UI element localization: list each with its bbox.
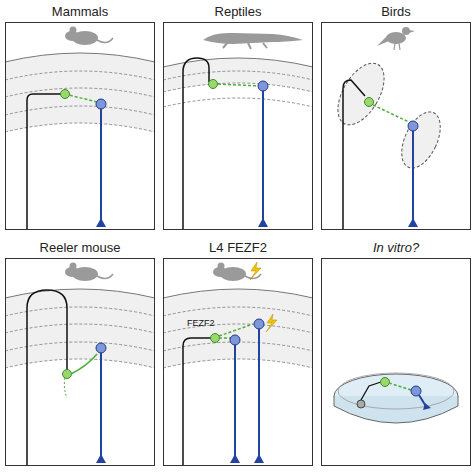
gene-label: FEZF2 [187,318,215,328]
panel-title: Mammals [6,4,154,19]
panel-box: Birds [321,22,471,230]
panel-title: Reptiles [164,4,312,19]
panel-box: Mammals [5,22,155,230]
panel-box: L4 FEZF2 [163,258,313,466]
panel-title: Birds [322,4,470,19]
panel-title: In vitro? [322,240,470,255]
panel-box: In vitro? [321,258,471,466]
panel-box: Reptiles [163,22,313,230]
panel-box: Reeler mouse [5,258,155,466]
panel-title: Reeler mouse [6,240,154,255]
panel-title: L4 FEZF2 [164,240,312,255]
